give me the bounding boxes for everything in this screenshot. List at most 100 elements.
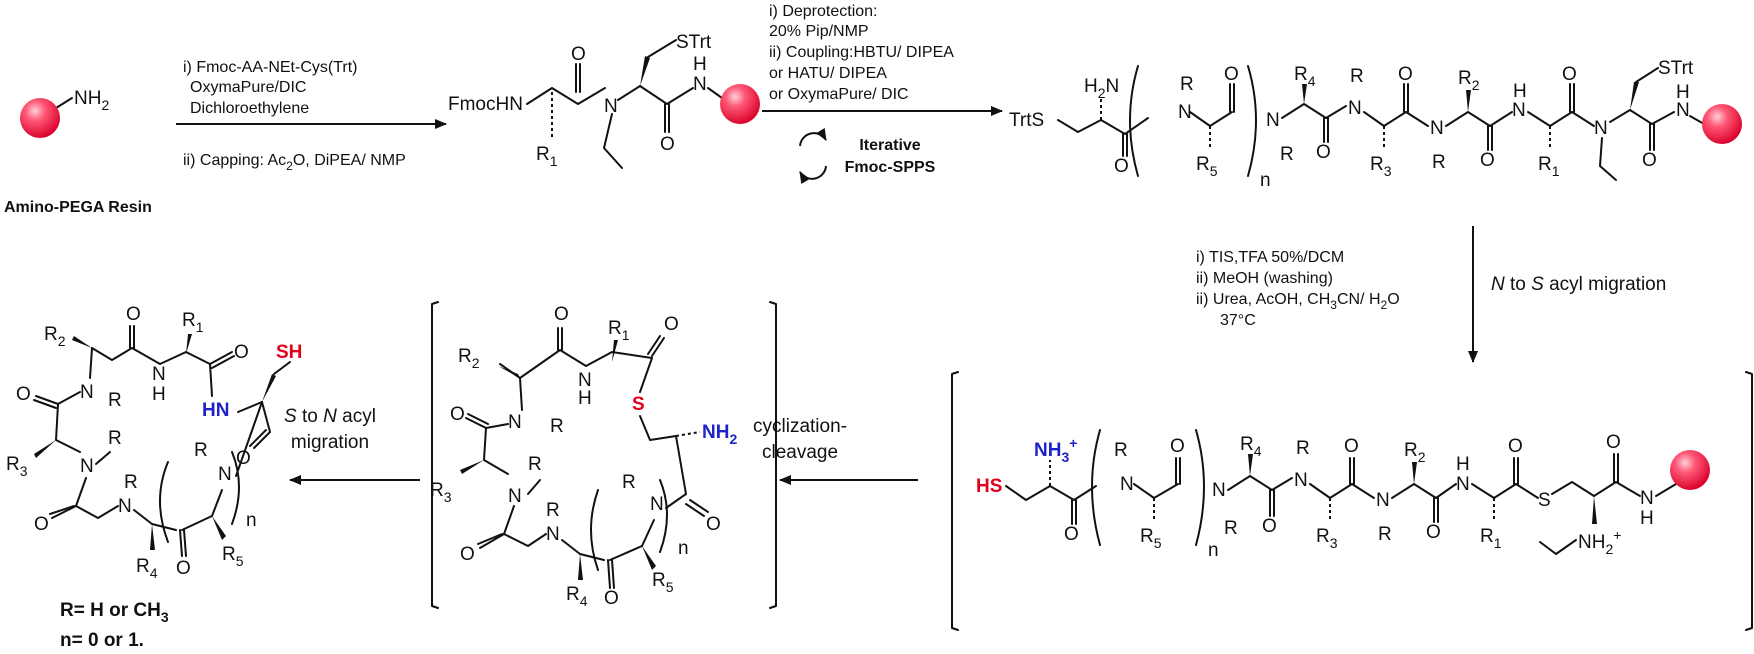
step1-line3: Dichloroethylene: [190, 100, 309, 117]
bracket-left-3: [431, 301, 439, 609]
prod-r1: R1: [182, 310, 204, 335]
linear-r-a: R: [1180, 74, 1194, 95]
thioester-n-b: N: [1212, 480, 1226, 501]
step3: i) TIS,TFA 50%/DCM ii) MeOH (washing) ii…: [1196, 226, 1666, 363]
linear-n-e: N: [1512, 100, 1526, 121]
thioester-r-c: R: [1296, 438, 1310, 459]
prod-o-left2: O: [34, 514, 49, 535]
linear-n-g: N: [1676, 100, 1690, 121]
thioester-intermediate: HS NH3+ O R N R5 O n N R R4 O N R R3 O: [951, 371, 1753, 631]
linear-n-index: n: [1260, 170, 1271, 191]
paren-right-2: [1195, 429, 1205, 546]
cycle-icon: [799, 127, 827, 185]
resin-nh2: NH2: [74, 88, 109, 113]
thioester-o-c: O: [1262, 516, 1277, 537]
cyc-o-top: O: [554, 304, 569, 325]
linear-h-g: H: [1676, 82, 1690, 103]
thioester-r-b: R: [1224, 518, 1238, 539]
thioester-n-d: N: [1376, 490, 1390, 511]
prod-n-right: N: [218, 464, 232, 485]
step3-line4: 37°C: [1220, 312, 1256, 329]
thioester-o-e: O: [1426, 522, 1441, 543]
linear-n-f: N: [1594, 118, 1608, 139]
dipeptide-nh: N: [693, 74, 707, 95]
thioester-r-d: R: [1378, 524, 1392, 545]
cyc-r4: R4: [566, 584, 588, 609]
cyclization-step: cyclization- cleavage: [753, 416, 918, 485]
paren-right-4: [231, 451, 240, 525]
paren-left-4: [159, 461, 169, 543]
thioester-s: S: [1538, 490, 1551, 511]
thioester-r3: R3: [1316, 526, 1338, 551]
prod-r-left2: R: [108, 428, 122, 449]
cyc-s: S: [632, 394, 645, 415]
step2-line4: or HATU/ DIPEA: [769, 65, 887, 82]
prod-n-bottom: N: [118, 496, 132, 517]
linear-o-a: O: [1114, 156, 1129, 177]
step1-line4: ii) Capping: Ac2O, DiPEA/ NMP: [183, 152, 406, 173]
thioester-hs: HS: [976, 476, 1002, 497]
bracket-right: [1745, 371, 1753, 631]
dipeptide-r1: R1: [536, 144, 558, 169]
thioester-o-b: O: [1170, 436, 1185, 457]
linear-strt: STrt: [1658, 58, 1694, 79]
thioester-nh2: NH2+: [1578, 527, 1621, 557]
thioester-n-a: N: [1120, 474, 1134, 495]
linear-h2n: H2N: [1084, 76, 1119, 101]
cyclic-product: O R1 N H O R2 HN SH O N R O R3 R N: [6, 304, 302, 581]
thioester-o-d: O: [1344, 436, 1359, 457]
thioester-r-a: R: [1114, 440, 1128, 461]
step3-line1: i) TIS,TFA 50%/DCM: [1196, 249, 1344, 266]
linear-r3: R3: [1370, 154, 1392, 179]
amino-pega-resin: NH2 Amino-PEGA Resin: [4, 88, 152, 216]
cyc-r-left1: R: [550, 416, 564, 437]
legend-n: n= 0 or 1.: [60, 630, 144, 651]
linear-o-f: O: [1562, 64, 1577, 85]
thioester-n-g: N: [1640, 488, 1654, 509]
cyc-n-left2: N: [508, 486, 522, 507]
step2-line1: i) Deprotection:: [769, 3, 878, 20]
cyc-n-top: N: [578, 370, 592, 391]
prod-o-left1: O: [16, 384, 31, 405]
prod-r-bottom: R: [124, 472, 138, 493]
fmochn-label: FmocHN: [448, 94, 523, 115]
cyc-r2: R2: [458, 346, 480, 371]
cyclic-thioester: O R1 O N H R2 S NH2 N R O R3 R N O N R: [430, 301, 777, 609]
thioester-r5: R5: [1140, 526, 1162, 551]
cyc-r3: R3: [430, 480, 452, 505]
linear-r5: R5: [1196, 154, 1218, 179]
cyc-n-right: N: [650, 494, 664, 515]
cyc-r-bottom: R: [546, 500, 560, 521]
paren-left-3: [590, 489, 599, 571]
s-to-n-line2: migration: [291, 432, 369, 453]
prod-n-left2: N: [80, 456, 94, 477]
cyc-n-index: n: [678, 538, 689, 559]
linear-o-g: O: [1642, 150, 1657, 171]
linear-r-d: R: [1432, 152, 1446, 173]
cyc-r1: R1: [608, 318, 630, 343]
resin-bead-icon: [720, 84, 760, 124]
step2-line3: ii) Coupling:HBTU/ DIPEA: [769, 44, 954, 61]
trts-label: TrtS: [1009, 110, 1044, 131]
dipeptide-h: H: [693, 54, 707, 75]
step1: i) Fmoc-AA-NEt-Cys(Trt) OxymaPure/DIC Di…: [176, 59, 447, 173]
prod-n-top: N: [152, 364, 166, 385]
thioester-h-e: H: [1456, 454, 1470, 475]
thioester-o-f: O: [1508, 436, 1523, 457]
cyclization-line1: cyclization-: [753, 416, 847, 437]
prod-sh: SH: [276, 342, 302, 363]
prod-o-top2: O: [234, 342, 249, 363]
paren-right: [1247, 65, 1257, 177]
thioester-o-g: O: [1606, 432, 1621, 453]
linear-n-c: N: [1348, 98, 1362, 119]
linear-r-c: R: [1350, 66, 1364, 87]
thioester-r2: R2: [1404, 440, 1426, 465]
bracket-left: [951, 371, 959, 631]
prod-r-left1: R: [108, 390, 122, 411]
linear-n-d: N: [1430, 118, 1444, 139]
prod-o-right: O: [236, 448, 251, 469]
cyc-n-left1: N: [508, 412, 522, 433]
prod-r2: R2: [44, 324, 66, 349]
prod-h-top: H: [152, 384, 166, 405]
linear-o-d: O: [1398, 64, 1413, 85]
